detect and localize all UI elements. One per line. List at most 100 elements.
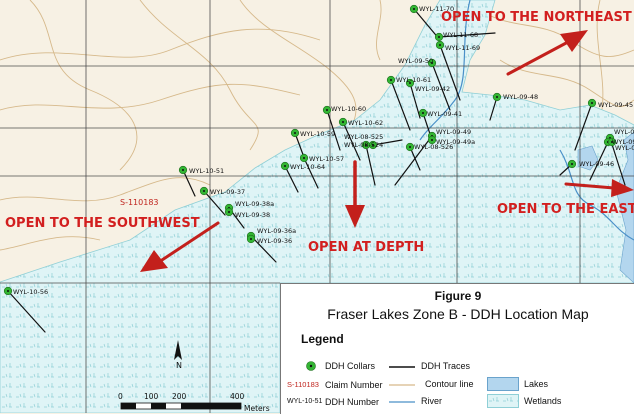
ddh-number-label: WYL-10-61 [396, 76, 431, 84]
scale-bar: 0 100 200 400 Meters [118, 392, 270, 413]
ddh-number-label: WYL-09-36 [257, 237, 292, 245]
ddh-number-label: WYL-10-62 [348, 119, 383, 127]
ddh-number-label: WYL-09-43a [612, 138, 634, 146]
legend-lakes: Lakes [524, 379, 549, 389]
ddh-collar-symbol-icon [306, 361, 316, 371]
ddh-collars [3, 4, 617, 296]
ddh-number-label: WYL-09-37 [210, 188, 245, 196]
ddh-collar-center [326, 109, 328, 111]
ddh-number-label: WYL-09-49a [436, 138, 475, 146]
ddh-collar-center [413, 8, 415, 10]
ddh-number-label: WYL-09-36a [257, 227, 296, 235]
legend-river: River [421, 396, 443, 406]
ddh-number-label: WYL-09-38 [235, 211, 270, 219]
figure-title: Fraser Lakes Zone B - DDH Location Map [327, 306, 589, 322]
lake [615, 131, 634, 284]
river-symbol-icon [389, 401, 415, 403]
ddh-collar-center [496, 96, 498, 98]
scale-unit: Meters [244, 404, 270, 413]
ddh-collar-center [228, 211, 230, 213]
ddh-number-label: WYL-09-46 [579, 160, 614, 168]
scale-tick-100: 100 [144, 392, 159, 401]
ddh-number-label: WYL-09-38a [235, 200, 274, 208]
lake [577, 145, 599, 171]
ddh-collar-center [203, 190, 205, 192]
arrow-northeast [506, 30, 588, 76]
ddh-number-label: WYL-09-42 [415, 85, 450, 93]
arrow-southwest [140, 221, 220, 272]
figure-number: Figure 9 [434, 289, 482, 303]
legend-ddh-traces: DDH Traces [421, 361, 471, 371]
label-open-east: OPEN TO THE EAST [497, 202, 634, 217]
ddh-collar-center [611, 141, 613, 143]
ddh-collar-center [284, 165, 286, 167]
ddh-number-label: WYL-09-48 [503, 93, 538, 101]
wetland-symbol-icon [487, 394, 519, 408]
legend-claim-number: Claim Number [325, 380, 383, 390]
ddh-number-label: WYL-11-70 [419, 5, 454, 13]
label-open-northeast: OPEN TO THE NORTHEAST [441, 10, 632, 25]
ddh-collar-center [250, 238, 252, 240]
ddh-number-label: WYL-08-524 [344, 141, 383, 149]
ddh-number-label: WYL-08-525 [344, 133, 383, 141]
ddh-number-label: WYL-09-49 [436, 128, 471, 136]
contour-symbol-icon [389, 384, 415, 386]
ddh-collar-center [342, 121, 344, 123]
north-label: N [176, 361, 182, 370]
ddh-number-label: WYL-09-43 [614, 128, 634, 136]
ddh-collar-center [7, 290, 9, 292]
label-open-depth: OPEN AT DEPTH [308, 240, 424, 255]
arrow-depth [345, 160, 365, 228]
ddh-collar-center [439, 44, 441, 46]
ddh-collar-center [182, 169, 184, 171]
scale-tick-0: 0 [118, 392, 123, 401]
ddh-number-label: WYL-09-45 [598, 101, 633, 109]
ddh-number-label: WYL-10-57 [309, 155, 344, 163]
ddh-trace-symbol-icon [389, 366, 415, 368]
ddh-number-label: WYL-11-69 [445, 44, 480, 52]
north-arrow-icon: N [174, 340, 182, 370]
claim-number-label: S-110183 [120, 198, 159, 207]
ddh-collar-center [390, 79, 392, 81]
ddh-number-label: WYL-08-526 [414, 143, 453, 151]
ddh-number-label: WYL-09-41 [427, 110, 462, 118]
legend-ddh-number: DDH Number [325, 397, 380, 407]
ddh-collar-center [294, 132, 296, 134]
ddh-number-label: WYL-09-44 [615, 144, 634, 152]
arrow-east [564, 179, 634, 197]
ddh-collar-center [409, 146, 411, 148]
ddh-collar-center [372, 144, 374, 146]
ddh-labels: WYL-11-70WYL-11-68WYL-11-69WYL-09-50WYL-… [13, 5, 634, 296]
ddh-number-label: WYL-10-51 [189, 167, 224, 175]
ddh-number-label: WYL-09-50 [398, 57, 433, 65]
legend-ddh-collars: DDH Collars [325, 361, 376, 371]
ddh-collar-center [422, 112, 424, 114]
ddh-collar-center [571, 163, 573, 165]
legend-wetlands: Wetlands [524, 396, 562, 406]
legend-panel: Figure 9 Fraser Lakes Zone B - DDH Locat… [280, 283, 634, 414]
lake-symbol-icon [487, 377, 519, 391]
ddh-number-label: WYL-10-64 [290, 163, 325, 171]
label-open-southwest: OPEN TO THE SOUTHWEST [5, 216, 200, 231]
legend-number-sample: WYL-10-51 [287, 398, 323, 405]
legend-heading: Legend [301, 332, 344, 346]
ddh-collar-center [303, 157, 305, 159]
ddh-collar-center [438, 36, 440, 38]
ddh-traces [7, 8, 626, 333]
ddh-collar-center [431, 139, 433, 141]
open-arrows [140, 30, 634, 272]
legend-claim-sample: S-110183 [287, 380, 319, 389]
ddh-number-label: WYL-10-56 [13, 288, 48, 296]
legend-contour-line: Contour line [425, 379, 474, 389]
scale-tick-400: 400 [230, 392, 245, 401]
ddh-collar-center [409, 82, 411, 84]
ddh-number-label: WYL-10-60 [331, 105, 366, 113]
ddh-number-label: WYL-11-68 [443, 31, 478, 39]
ddh-collar-center [365, 144, 367, 146]
ddh-collar-center [591, 102, 593, 104]
ddh-collar-center [431, 62, 433, 64]
ddh-number-label: WYL-10-59 [300, 130, 335, 138]
scale-tick-200: 200 [172, 392, 187, 401]
